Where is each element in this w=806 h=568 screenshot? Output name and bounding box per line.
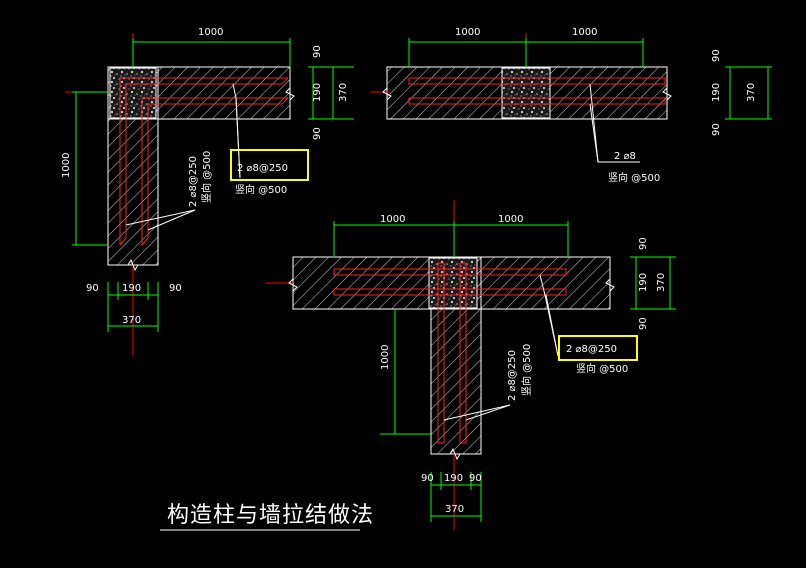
corner-rebar-note-h-sub: 竖向 @500 <box>235 183 287 196</box>
tee-break-right <box>605 257 615 309</box>
straight-rebar-note: 2 ⌀8 <box>614 151 636 162</box>
tee-dim-side-total: 370 <box>656 273 667 292</box>
tee-column <box>428 257 478 309</box>
tee-dim-side-a: 90 <box>638 237 649 250</box>
corner-break-right <box>285 67 295 119</box>
straight-detail: 1000 1000 90 190 370 90 2 ⌀8 竖向 @500 <box>370 27 772 184</box>
drawing-title: 构造柱与墙拉结做法 <box>167 503 374 528</box>
straight-dim-side-b: 190 <box>711 83 722 102</box>
corner-dim-right-total: 370 <box>338 83 349 102</box>
tee-dim-bottom-b: 190 <box>444 473 463 484</box>
corner-dim-top: 1000 <box>198 27 223 38</box>
corner-break-bottom <box>108 258 158 272</box>
tee-dim-left: 1000 <box>380 214 405 225</box>
corner-dim-right-c: 90 <box>312 127 323 140</box>
corner-detail: 1000 1000 90 190 370 90 90 190 90 370 2 … <box>61 27 354 355</box>
tee-dim-bottom-c: 90 <box>469 473 482 484</box>
tee-rebars <box>333 262 567 444</box>
corner-dim-bottom-total: 370 <box>122 315 141 326</box>
tee-break-bottom <box>431 447 481 461</box>
tee-break-left <box>288 257 298 309</box>
straight-break-left <box>382 67 392 119</box>
straight-dim-side-a: 90 <box>711 49 722 62</box>
tee-detail: 1000 1000 90 190 370 90 1000 90 190 90 3… <box>265 200 676 530</box>
corner-column <box>109 67 157 119</box>
tee-rebar-note-v-sub: 竖向 @500 <box>520 344 533 396</box>
corner-rebars <box>119 77 289 246</box>
tee-dim-side-b: 190 <box>638 273 649 292</box>
straight-rebars <box>408 77 666 105</box>
tee-dim-right: 1000 <box>498 214 523 225</box>
corner-dim-bottom-c: 90 <box>169 283 182 294</box>
corner-dim-right-a: 90 <box>312 45 323 58</box>
corner-dim-bottom-b: 190 <box>122 283 141 294</box>
straight-dim-left: 1000 <box>455 27 480 38</box>
straight-dim-side-total: 370 <box>746 83 757 102</box>
straight-break-right <box>662 67 672 119</box>
corner-rebar-note-v: 2 ⌀8@250 <box>188 156 199 207</box>
corner-dim-side: 1000 <box>61 153 72 178</box>
corner-dim-bottom-a: 90 <box>86 283 99 294</box>
corner-highlight-box <box>230 149 309 181</box>
tee-dim-side-c: 90 <box>638 317 649 330</box>
tee-dim-stem: 1000 <box>380 345 391 370</box>
straight-column <box>501 67 551 119</box>
tee-rebar-note-h: 2 ⌀8@250 <box>566 344 617 355</box>
straight-dim-right: 1000 <box>572 27 597 38</box>
straight-rebar-note-sub: 竖向 @500 <box>608 171 660 184</box>
corner-rebar-note-h: 2 ⌀8@250 <box>237 163 288 174</box>
corner-dim-right-b: 190 <box>312 83 323 102</box>
tee-rebar-note-h-sub: 竖向 @500 <box>576 362 628 375</box>
tee-highlight-box <box>558 335 638 361</box>
straight-dim-side-c: 90 <box>711 123 722 136</box>
tee-dim-bottom-a: 90 <box>421 473 434 484</box>
tee-rebar-note-v: 2 ⌀8@250 <box>507 350 518 401</box>
tee-dim-bottom-total: 370 <box>445 504 464 515</box>
corner-rebar-note-v-sub: 竖向 @500 <box>200 151 213 203</box>
